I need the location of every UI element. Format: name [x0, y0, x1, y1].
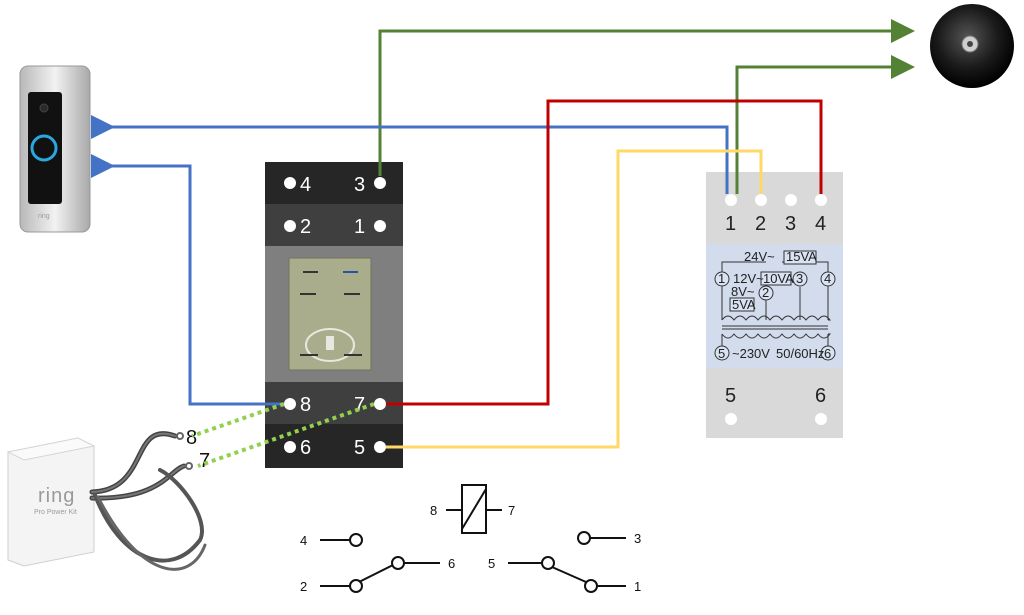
relay-terminal-7: 7 [354, 394, 365, 416]
trafo-terminal-4: 4 [815, 213, 826, 235]
contact-label-5: 5 [488, 556, 495, 571]
trafo-terminal-5: 5 [725, 385, 736, 407]
relay-terminal-2: 2 [300, 216, 311, 238]
ring-doorbell: ring [19, 65, 91, 233]
wire-dotted-lead-8 [191, 402, 285, 438]
label-5va: 5VA [732, 297, 756, 312]
doorbell-brand: ring [38, 213, 50, 220]
trafo-terminal-2: 2 [755, 213, 766, 235]
contact-label-6: 6 [448, 556, 455, 571]
circle-label-5: 5 [718, 346, 725, 361]
relay-block: 4 3 2 1 8 7 6 5 [265, 162, 403, 468]
circle-label-4: 4 [824, 271, 831, 286]
wire-yellow-relay-trafo [386, 149, 763, 449]
power-kit-brand: ring [38, 485, 75, 507]
relay-terminal-6: 6 [300, 437, 311, 459]
relay-terminal-5: 5 [354, 437, 365, 459]
circle-label-2: 2 [762, 285, 769, 300]
relay-symbol [320, 484, 626, 593]
trafo-terminal-3: 3 [785, 213, 796, 235]
wire-blue-trafo-doorbell [91, 115, 729, 194]
power-kit: ring Pro Power Kit [6, 437, 96, 567]
power-kit-cables [89, 431, 207, 571]
label-15va: 15VA [786, 249, 817, 264]
coil-label-8: 8 [430, 503, 437, 518]
wire-dotted-lead-7 [197, 402, 375, 468]
relay-terminal-4: 4 [300, 174, 311, 196]
circle-label-6: 6 [824, 346, 831, 361]
contact-label-4: 4 [300, 533, 307, 548]
contact-label-1: 1 [634, 579, 641, 594]
label-24v: 24V~ [744, 249, 775, 264]
label-12v: 12V~ [733, 271, 764, 286]
coil-label-7: 7 [508, 503, 515, 518]
wire-red-relay-trafo [386, 99, 823, 406]
trafo-terminal-1: 1 [725, 213, 736, 235]
chime-icon [930, 4, 1014, 88]
label-230v: ~230V [732, 346, 770, 361]
transformer: 1 2 3 4 5 6 [706, 172, 843, 438]
relay-photo [288, 257, 372, 371]
relay-terminal-3: 3 [354, 174, 365, 196]
trafo-terminal-6: 6 [815, 385, 826, 407]
relay-terminal-1: 1 [354, 216, 365, 238]
relay-terminal-8: 8 [300, 394, 311, 416]
power-kit-subtitle: Pro Power Kit [34, 509, 77, 516]
contact-label-2: 2 [300, 579, 307, 594]
label-freq: 50/60Hz [776, 346, 824, 361]
wire-green-relay-chime [378, 19, 915, 176]
circle-label-3: 3 [796, 271, 803, 286]
circle-label-1: 1 [718, 271, 725, 286]
lead-label-8: 8 [186, 427, 197, 449]
contact-label-3: 3 [634, 531, 641, 546]
label-10va: 10VA [763, 271, 794, 286]
transformer-schematic [714, 250, 836, 361]
wire-blue-relay-doorbell [91, 154, 284, 406]
lead-label-7: 7 [199, 450, 210, 472]
label-8v: 8V~ [731, 284, 755, 299]
wires [91, 19, 915, 468]
